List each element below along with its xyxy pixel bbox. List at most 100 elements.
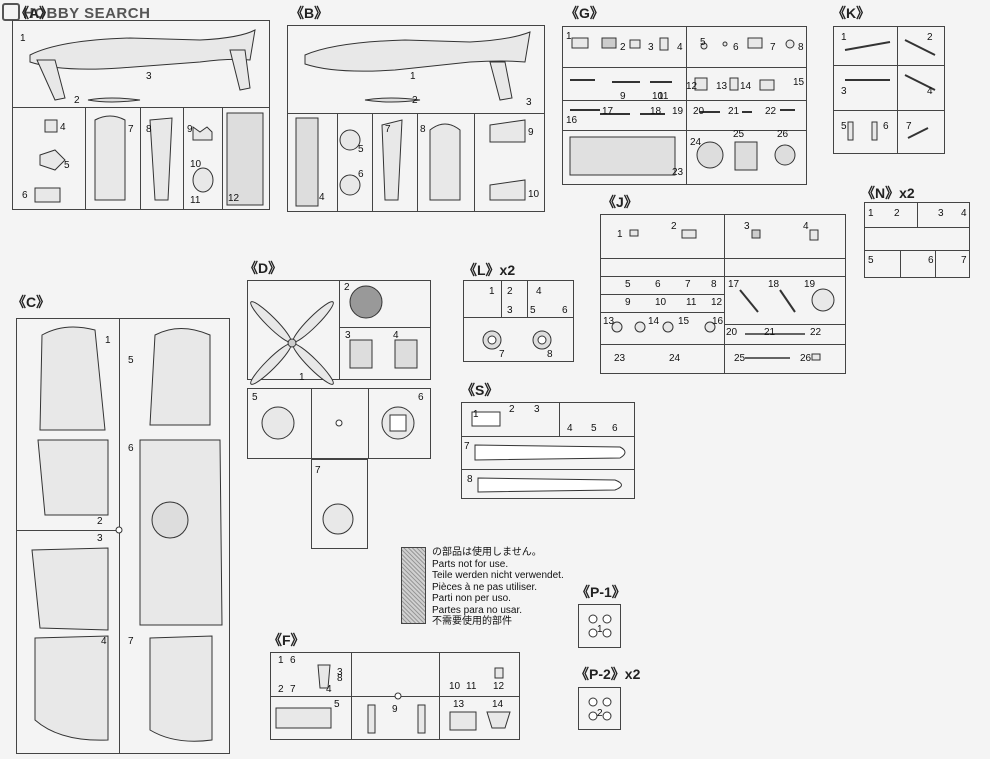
part-number-j-25: 25 <box>734 353 746 364</box>
part-number-b-7: 7 <box>385 124 391 135</box>
elevator-part <box>381 119 403 201</box>
part-number-b-4: 4 <box>319 192 325 203</box>
part-number-j-12: 12 <box>711 297 723 308</box>
part-number-g-13: 13 <box>716 81 728 92</box>
wing-part <box>37 439 109 516</box>
part-number-j-2: 2 <box>671 221 677 232</box>
part-number-f-12: 12 <box>493 681 505 692</box>
notice-line-it: Parti non per uso. <box>432 593 511 604</box>
part-number-n-5: 5 <box>868 255 874 266</box>
notice-line-fr: Pièces à ne pas utiliser. <box>432 581 538 593</box>
sprue-s-divider <box>559 402 560 436</box>
part-number-j-7: 7 <box>685 279 691 290</box>
part-number-j-16: 16 <box>712 316 724 327</box>
part-number-c-1: 1 <box>105 335 111 346</box>
sprue-j-divider <box>600 344 846 345</box>
part-number-f-9: 9 <box>392 704 398 715</box>
sprue-b-divider <box>372 113 373 212</box>
part-number-d-5: 5 <box>252 392 258 403</box>
part-number-c-2: 2 <box>97 516 103 527</box>
wing-part <box>39 326 106 431</box>
part-number-a-8: 8 <box>146 124 152 135</box>
part-number-j-13: 13 <box>603 316 615 327</box>
wing-part <box>149 328 211 426</box>
part-number-d-6: 6 <box>418 392 424 403</box>
small-part <box>44 119 58 133</box>
sprue-label-s: 《S》 <box>461 382 499 398</box>
sprue-label-j: 《J》 <box>602 194 638 210</box>
sprue-j-divider <box>724 214 725 374</box>
sprue-n-divider <box>864 227 970 228</box>
clear-part <box>471 411 501 427</box>
sprue-k-divider <box>833 110 945 111</box>
grid-part <box>275 707 332 729</box>
part-number-j-24: 24 <box>669 353 681 364</box>
part-number-d-2: 2 <box>344 282 350 293</box>
part-number-g-4: 4 <box>677 42 683 53</box>
sprue-j-divider <box>600 258 846 259</box>
flap-part <box>489 119 526 143</box>
ring-part <box>261 406 295 440</box>
sprue-n-divider <box>900 250 901 278</box>
sprue-k-frame <box>833 26 945 154</box>
sprue-c-frame <box>16 318 230 754</box>
part-number-n-2: 2 <box>894 208 900 219</box>
part-number-l-5: 5 <box>530 305 536 316</box>
sprue-l-frame <box>463 280 574 362</box>
part-number-j-3: 3 <box>744 221 750 232</box>
sprue-k-divider <box>897 26 898 154</box>
part-number-g-23: 23 <box>672 167 684 178</box>
tail-fin-part <box>229 49 251 91</box>
part-number-j-4: 4 <box>803 221 809 232</box>
part-number-s-3: 3 <box>534 404 540 415</box>
part-number-g-16: 16 <box>566 115 578 126</box>
sprue-g-divider <box>562 130 807 131</box>
sprue-g-divider <box>686 26 687 185</box>
sprue-label-l: 《L》x2 <box>463 262 516 278</box>
part-number-g-15: 15 <box>793 77 805 88</box>
part-number-a-9: 9 <box>187 124 193 135</box>
part-number-g-8: 8 <box>798 42 804 53</box>
sprue-s-divider <box>461 469 635 470</box>
part-number-a-4: 4 <box>60 122 66 133</box>
panel-part <box>295 117 319 207</box>
part-number-k-5: 5 <box>841 121 847 132</box>
part-number-j-14: 14 <box>648 316 660 327</box>
part-number-p1-1: 1 <box>597 624 603 635</box>
sprue-label-g: 《G》 <box>565 5 604 21</box>
part-number-a-5: 5 <box>64 160 70 171</box>
sprue-label-b: 《B》 <box>290 5 329 21</box>
part-number-j-8: 8 <box>711 279 717 290</box>
part-number-g-19: 19 <box>672 106 684 117</box>
rudder-part <box>429 123 461 201</box>
sprue-n-divider <box>917 202 918 227</box>
part-number-b-1: 1 <box>410 71 416 82</box>
round-part <box>339 129 361 151</box>
sprue-gate <box>115 526 123 534</box>
sprue-a-divider <box>12 107 270 108</box>
part-number-a-11: 11 <box>190 195 201 206</box>
part-number-g-24: 24 <box>690 137 702 148</box>
hobby-search-logo: HOBBY SEARCH <box>2 3 150 22</box>
part-number-d-1: 1 <box>299 372 305 383</box>
part-number-k-7: 7 <box>906 121 912 132</box>
notice-line-cn: 不需要使用的部件 <box>432 616 512 627</box>
sprue-c-divider <box>119 318 120 754</box>
sprue-label-n: 《N》x2 <box>861 185 915 201</box>
part-number-j-9: 9 <box>625 297 631 308</box>
part-number-a-3: 3 <box>146 71 152 82</box>
part-number-f-10: 10 <box>449 681 461 692</box>
part-number-j-22: 22 <box>810 327 822 338</box>
sprue-a-divider <box>183 107 184 210</box>
propeller-part <box>250 301 334 385</box>
part-number-a-2: 2 <box>74 95 80 106</box>
part-number-a-7: 7 <box>128 124 134 135</box>
sprue-label-k: 《K》 <box>832 5 871 21</box>
small-part <box>192 126 213 141</box>
part-number-b-10: 10 <box>528 189 540 200</box>
